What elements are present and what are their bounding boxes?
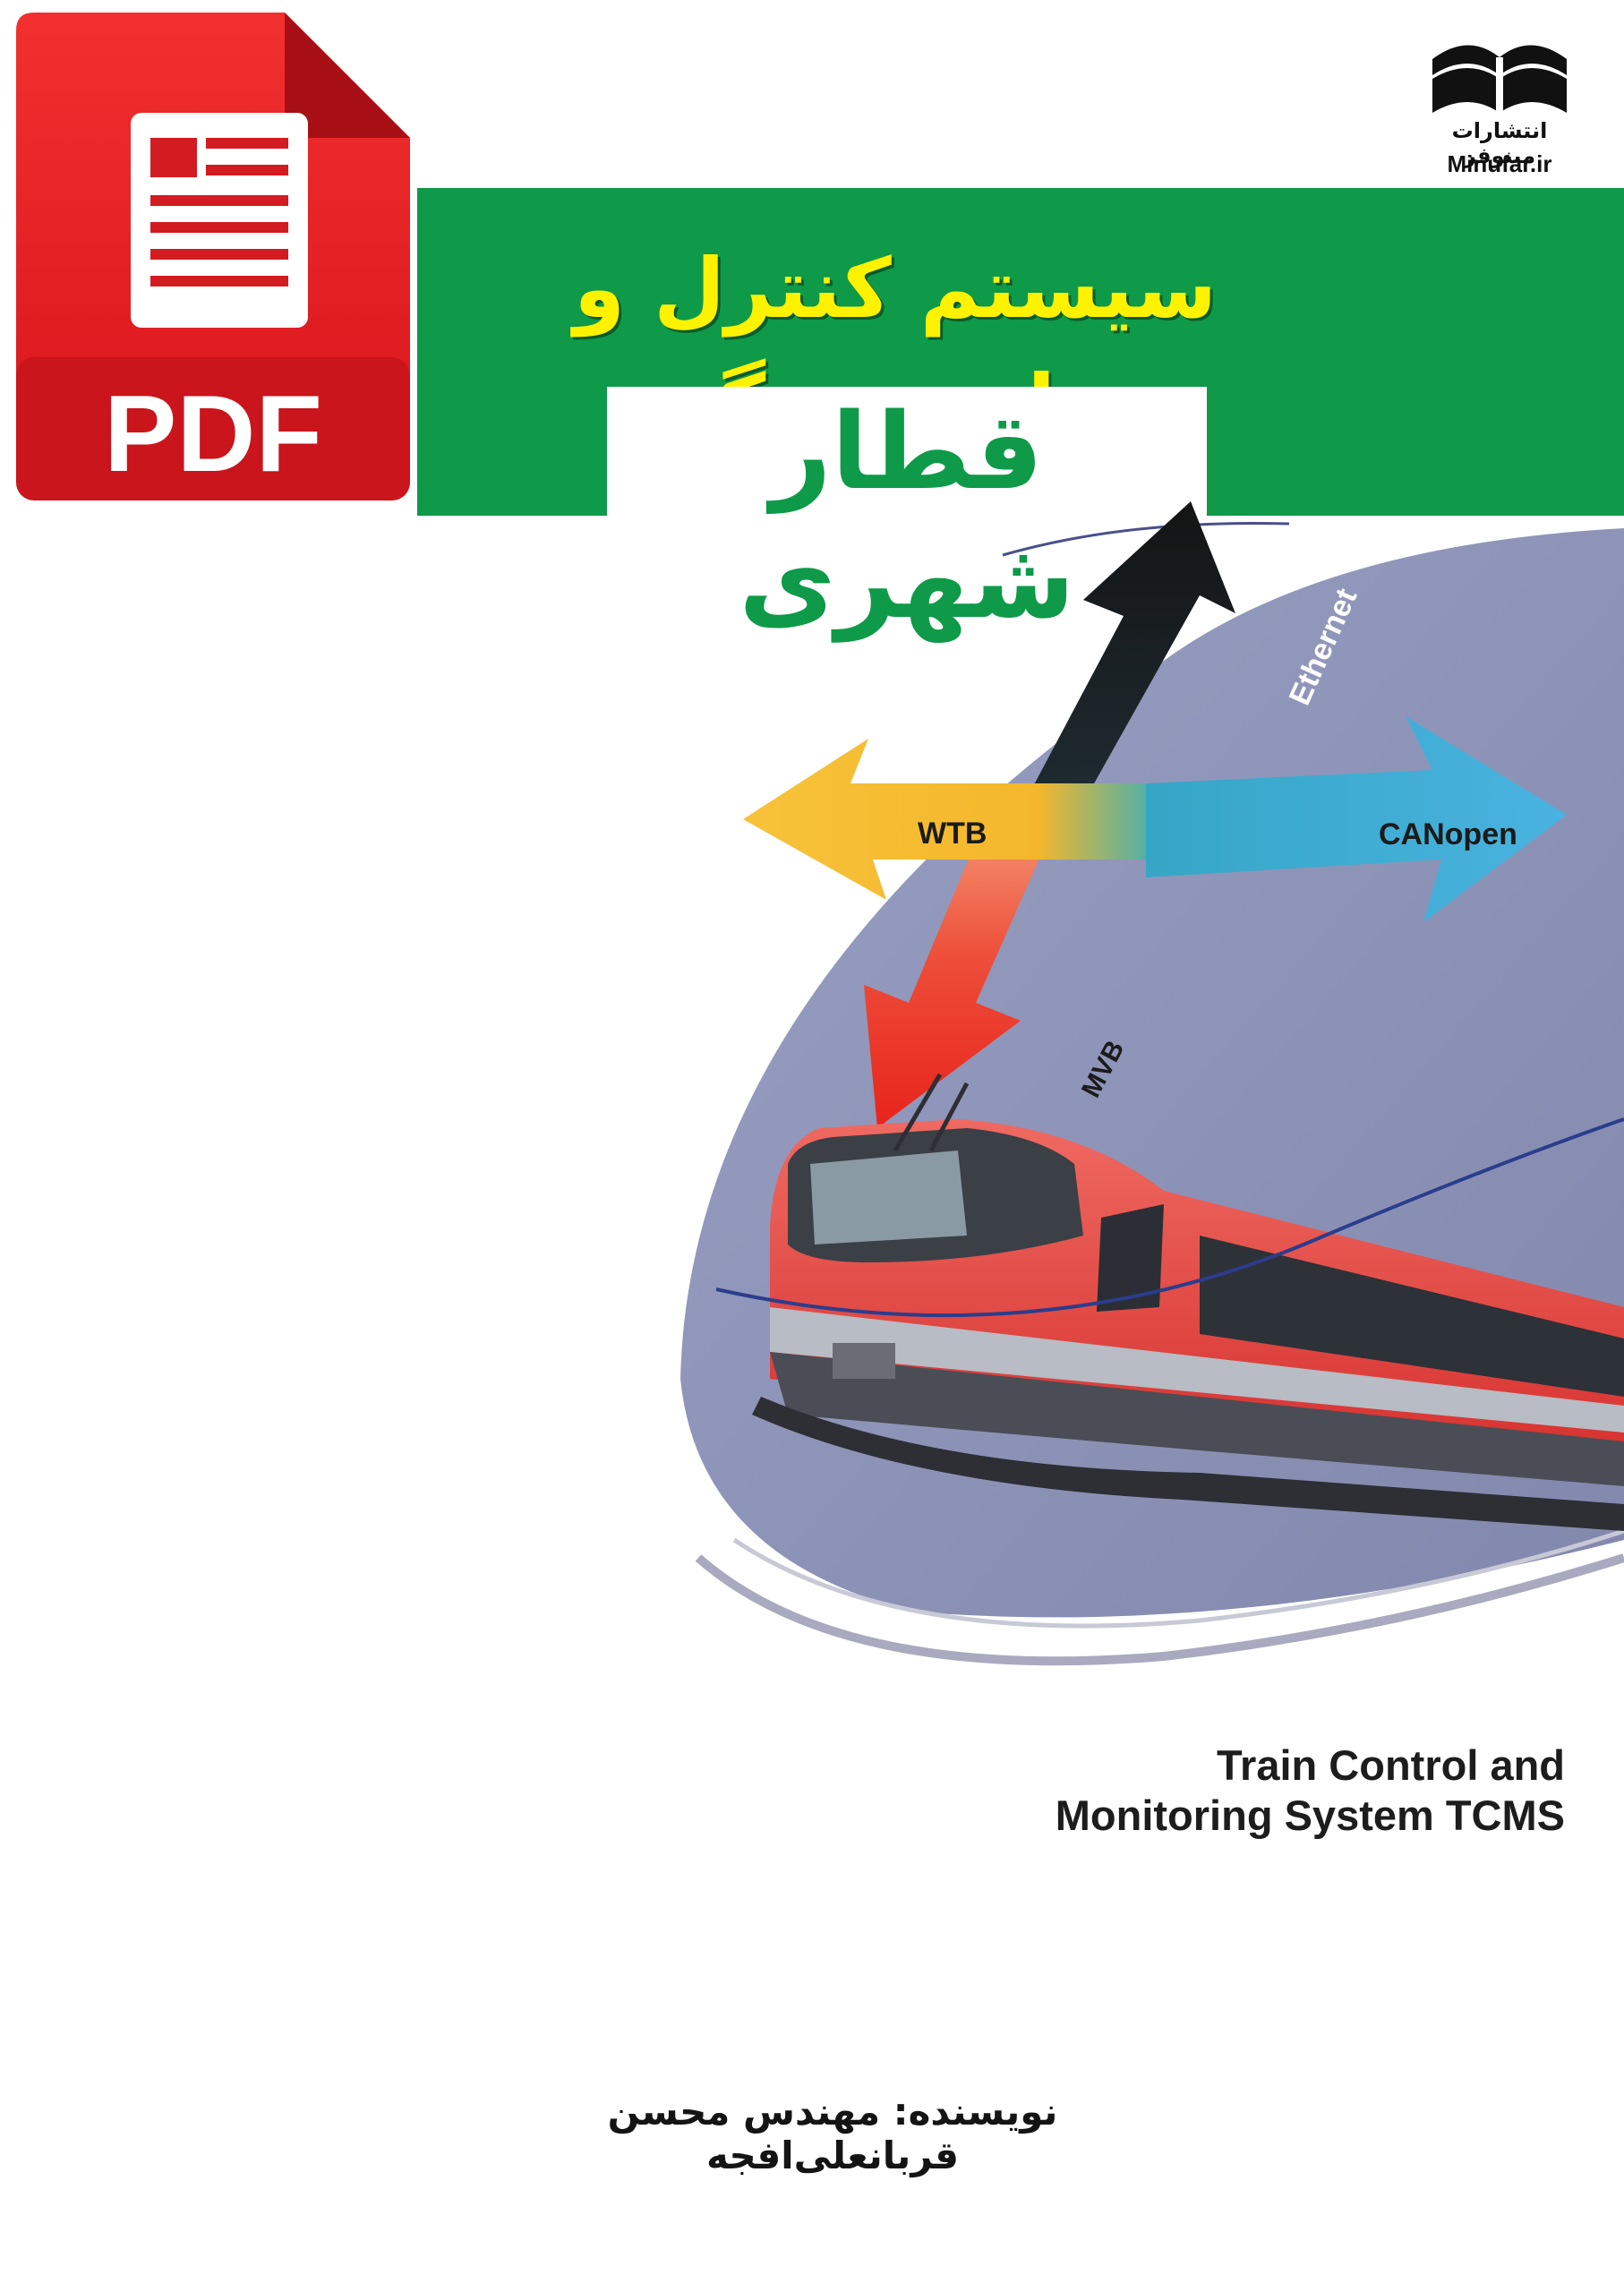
publisher-website: Minufar.ir [1447,150,1552,177]
title-line2-box: قطار شهری [607,387,1207,642]
pdf-file-icon: PDF [16,13,410,500]
author-credit: نویسنده: مهندس محسن قربانعلی‌افجه [607,2090,1058,2177]
cover-illustration: Ethernet WTB CANopen MVB [680,501,1624,1666]
english-subtitle: Train Control and Monitoring System TCMS [806,1740,1565,1841]
english-subtitle-line1: Train Control and [1216,1741,1565,1789]
book-title-line2: قطار شهری [739,389,1075,642]
publisher-logo: انتشارات مینوفر Minufar.ir [1419,32,1580,184]
arrow-label-wtb: WTB [918,817,987,851]
arrow-label-canopen: CANopen [1379,817,1517,851]
train-image [715,1073,1624,1531]
title-banner: سیستم کنترل و مانیتورینگ قطار شهری [417,188,1624,642]
publisher-name: انتشارات مینوفر [1451,118,1548,168]
book-title-line1: سیستم کنترل و مانیتورینگ [573,241,1218,453]
english-subtitle-line2: Monitoring System TCMS [1055,1792,1565,1839]
open-book-icon [1432,45,1567,113]
pdf-label: PDF [104,372,322,494]
